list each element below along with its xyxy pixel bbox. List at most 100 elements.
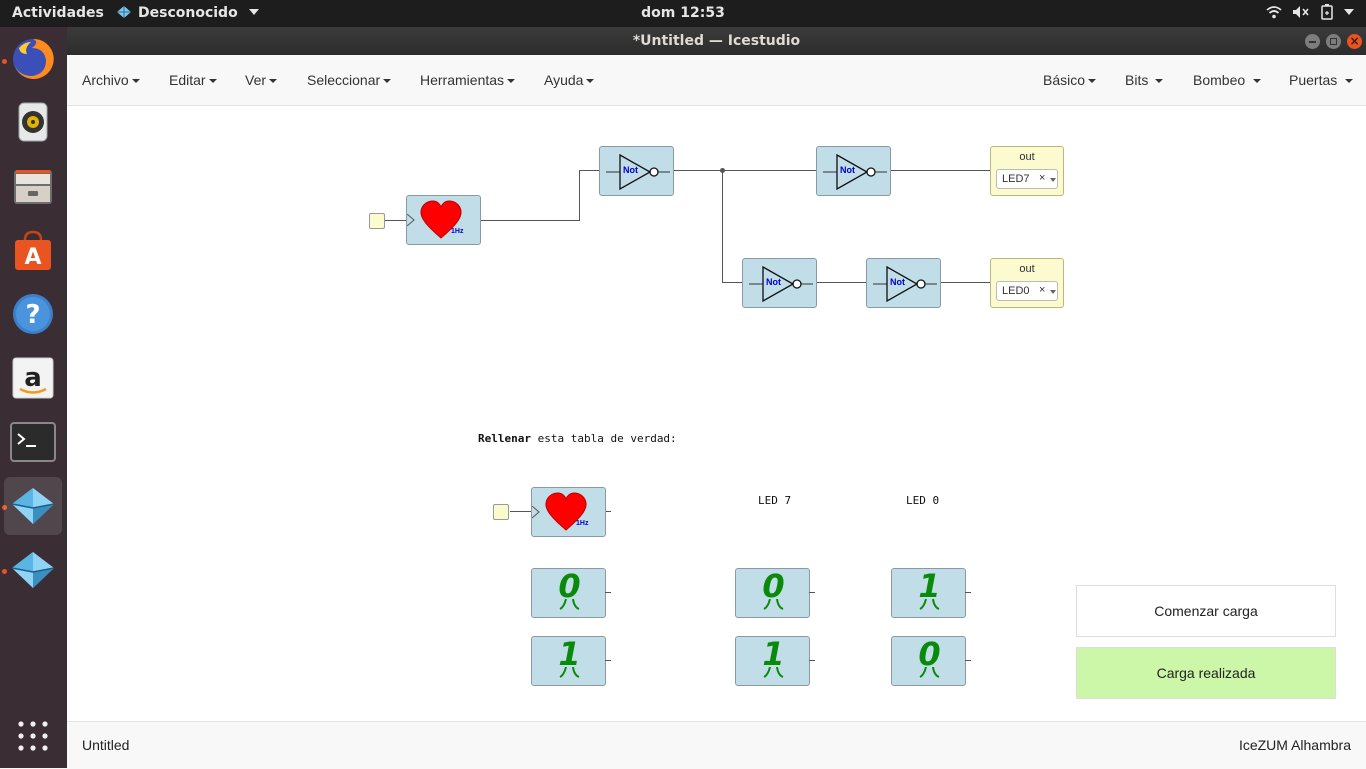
not-gate-3[interactable]: Not	[742, 258, 817, 308]
chevron-down-icon	[1344, 9, 1354, 15]
dock-amazon[interactable]: a	[4, 349, 62, 407]
caret-down-icon	[1088, 79, 1097, 83]
dock-show-apps[interactable]	[4, 707, 62, 765]
caret-down-icon	[586, 79, 595, 83]
menu-label: Ayuda	[544, 72, 584, 88]
minimize-button[interactable]	[1305, 34, 1320, 49]
constant-value: 0	[558, 567, 581, 605]
not-gate-2[interactable]: Not	[816, 146, 891, 196]
wire[interactable]	[890, 170, 990, 171]
instruction-text: esta tabla de verdad:	[530, 432, 677, 445]
clear-icon[interactable]: ×	[1039, 172, 1046, 184]
not-gate-1[interactable]: Not	[599, 146, 674, 196]
window-titlebar[interactable]: *Untitled — Icestudio ×	[67, 27, 1366, 55]
clear-icon[interactable]: ×	[1039, 284, 1046, 296]
wire[interactable]	[605, 511, 611, 512]
icestudio-icon-2	[11, 552, 55, 588]
caret-down-icon	[269, 79, 278, 83]
wire[interactable]	[673, 170, 817, 171]
wire	[965, 592, 971, 593]
menu-bombeo[interactable]: Bombeo	[1193, 72, 1262, 88]
wire[interactable]	[722, 170, 723, 283]
menu-label: Ver	[245, 72, 267, 88]
constant-block-led7-row2[interactable]: 1	[735, 635, 810, 686]
column-header-led7: LED 7	[758, 494, 792, 507]
clock-input-port[interactable]	[493, 504, 509, 520]
activities-button[interactable]: Actividades	[12, 5, 104, 21]
wire[interactable]	[579, 170, 599, 171]
menu-seleccionar[interactable]: Seleccionar	[307, 72, 392, 88]
app-menu[interactable]: Desconocido	[116, 5, 259, 21]
output-block-led7[interactable]: out LED7 ×	[990, 146, 1064, 196]
clock-block[interactable]: 1Hz	[406, 195, 481, 245]
menu-herramientas[interactable]: Herramientas	[420, 72, 516, 88]
not-gate-4[interactable]: Not	[866, 258, 941, 308]
status-bar: Untitled IceZUM Alhambra	[67, 721, 1366, 769]
volume-muted-icon	[1293, 6, 1309, 18]
menu-basico[interactable]: Básico	[1043, 72, 1097, 88]
not-gate-label: Not	[623, 165, 638, 175]
wire[interactable]	[579, 170, 580, 221]
design-canvas[interactable]: 1Hz Not Not Not Not out LED7 × out LED0 …	[67, 106, 1366, 721]
dock-software[interactable]: A	[4, 221, 62, 279]
status-board-name[interactable]: IceZUM Alhambra	[1238, 737, 1351, 753]
dock-terminal[interactable]	[4, 413, 62, 471]
top-bar: Actividades Desconocido dom 12:53	[0, 0, 1366, 27]
wire	[605, 660, 611, 661]
start-upload-button[interactable]: Comenzar carga	[1076, 585, 1336, 637]
caret-down-icon	[1155, 79, 1164, 83]
column-header-led0: LED 0	[906, 494, 940, 507]
not-gate-icon	[606, 153, 670, 191]
menu-label: Herramientas	[420, 72, 505, 88]
app-name: Desconocido	[138, 5, 238, 21]
wire[interactable]	[816, 282, 866, 283]
pin-select[interactable]: LED0 ×	[996, 281, 1058, 301]
menu-label: Bits	[1125, 72, 1149, 88]
dock-files[interactable]	[4, 157, 62, 215]
menu-ver[interactable]: Ver	[245, 72, 278, 88]
icestudio-icon	[11, 488, 55, 524]
menu-archivo[interactable]: Archivo	[82, 72, 140, 88]
pin-select-value: LED7	[1002, 173, 1030, 185]
wire[interactable]	[510, 511, 532, 512]
constant-block-led0-row2[interactable]: 0	[891, 635, 966, 686]
menu-bar: Archivo Editar Ver Seleccionar Herramien…	[67, 55, 1366, 106]
output-block-led0[interactable]: out LED0 ×	[990, 258, 1064, 308]
wire[interactable]	[940, 282, 990, 283]
constant-block-led7-row1[interactable]: 0	[735, 567, 810, 618]
running-indicator	[2, 569, 7, 574]
clock-input-port[interactable]	[369, 213, 385, 229]
minimize-icon	[1309, 41, 1316, 43]
dock-firefox[interactable]	[4, 30, 62, 88]
wire[interactable]	[385, 220, 407, 221]
clock-frequency-label: 1Hz	[451, 228, 464, 235]
constant-block-led0-row1[interactable]: 1	[891, 567, 966, 618]
help-icon: ?	[13, 294, 53, 334]
menu-editar[interactable]: Editar	[169, 72, 217, 88]
system-tray[interactable]	[1266, 4, 1354, 20]
dock-icestudio[interactable]	[4, 477, 62, 535]
not-gate-label: Not	[766, 277, 781, 287]
menu-puertas[interactable]: Puertas	[1289, 72, 1354, 88]
chevron-down-icon	[1050, 178, 1056, 182]
constant-block-input-row1[interactable]: 0	[531, 567, 606, 618]
constant-block-input-row2[interactable]: 1	[531, 635, 606, 686]
dock-help[interactable]: ?	[4, 285, 62, 343]
dock-rhythmbox[interactable]	[4, 93, 62, 151]
dock-icestudio-2[interactable]	[4, 541, 62, 599]
maximize-button[interactable]	[1326, 34, 1341, 49]
heart-icon	[420, 200, 462, 239]
upload-done-button[interactable]: Carga realizada	[1076, 647, 1336, 699]
wire-junction	[720, 168, 725, 173]
clock-block-table[interactable]: 1Hz	[531, 487, 606, 537]
close-button[interactable]: ×	[1347, 34, 1362, 49]
menu-ayuda[interactable]: Ayuda	[544, 72, 595, 88]
wire[interactable]	[722, 282, 742, 283]
wire	[605, 592, 611, 593]
constant-value: 0	[762, 567, 785, 605]
pin-select[interactable]: LED7 ×	[996, 169, 1058, 189]
menu-bits[interactable]: Bits	[1125, 72, 1164, 88]
wire[interactable]	[480, 220, 580, 221]
window-title: *Untitled — Icestudio	[632, 33, 801, 49]
wire	[965, 660, 971, 661]
